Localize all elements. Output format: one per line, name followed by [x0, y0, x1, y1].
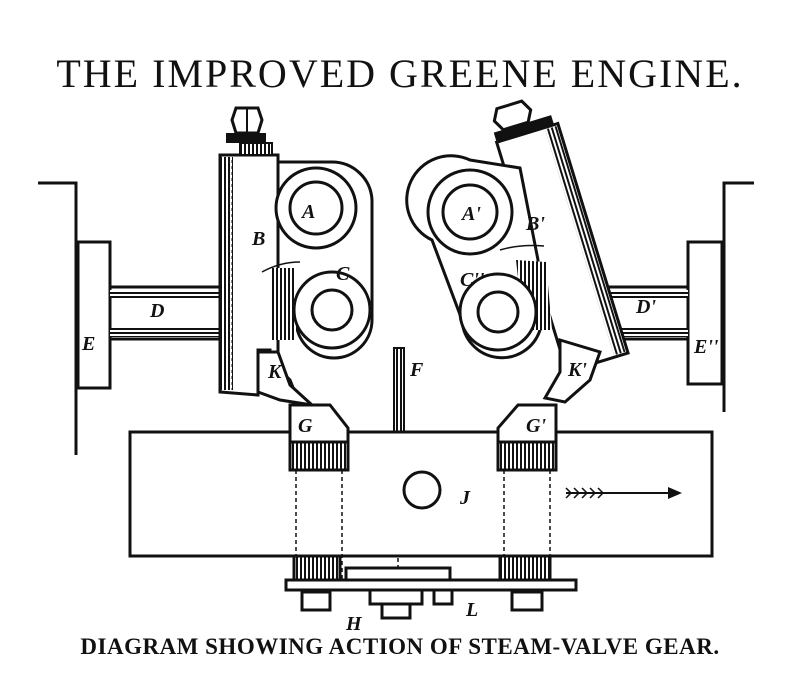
label-a: A — [300, 201, 315, 223]
label-g: G — [298, 415, 313, 437]
flange-e — [76, 240, 112, 390]
label-d2: D' — [635, 296, 656, 318]
bottom-plate — [284, 554, 578, 620]
label-f: F — [409, 359, 424, 381]
catch-k — [256, 350, 317, 408]
label-b: B — [251, 228, 265, 250]
right-frame — [722, 181, 754, 412]
catch-k2 — [542, 337, 602, 404]
circle-a2 — [426, 168, 514, 256]
label-d: D — [149, 300, 164, 322]
label-c2: C'' — [460, 269, 485, 291]
diagram-title: THE IMPROVED GREENE ENGINE. — [56, 51, 744, 96]
label-j: J — [459, 487, 471, 509]
circle-c2 — [458, 272, 538, 352]
label-e2: E'' — [693, 336, 719, 358]
label-k2: K' — [567, 359, 587, 381]
label-l: L — [465, 599, 478, 621]
label-h: H — [345, 613, 363, 635]
direction-arrow — [565, 487, 682, 499]
label-a2: A' — [460, 203, 481, 225]
label-g2: G' — [526, 415, 546, 437]
rod-f — [393, 347, 405, 433]
left-frame — [38, 181, 78, 455]
label-k: K — [267, 361, 283, 383]
hole-j — [402, 470, 442, 510]
label-c: C — [336, 263, 350, 285]
label-e: E — [81, 333, 95, 355]
diagram-caption: DIAGRAM SHOWING ACTION OF STEAM-VALVE GE… — [80, 634, 720, 659]
rod-d — [108, 285, 224, 341]
valve-g — [288, 403, 350, 590]
arm-b2 — [492, 99, 630, 374]
circle-a — [274, 166, 358, 250]
circle-c — [292, 270, 372, 350]
label-b2: B' — [525, 213, 545, 235]
flange-e2 — [686, 240, 724, 386]
